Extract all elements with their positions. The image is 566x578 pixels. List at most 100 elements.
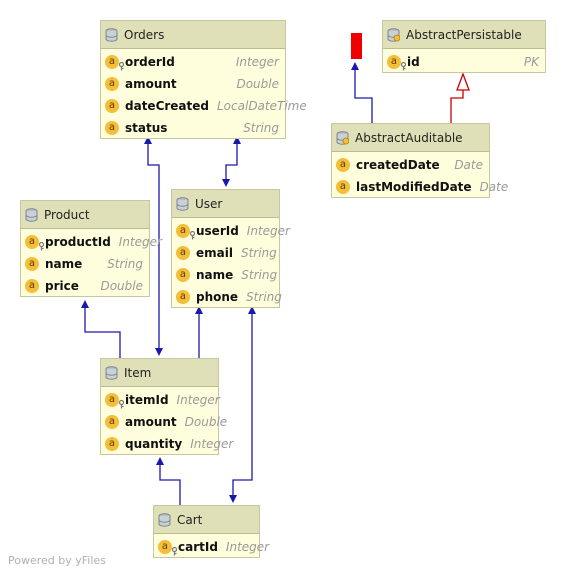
database-icon — [387, 27, 400, 42]
field-icon: a — [25, 235, 45, 251]
field-list: a itemId Integer a amount Double a quant… — [101, 387, 233, 455]
entity-item[interactable]: Item a itemId Integer a amount Double a … — [100, 358, 233, 455]
entity-abstract-persistable[interactable]: AbstractPersistable a id PK — [382, 20, 546, 73]
entity-header: AbstractAuditable — [332, 124, 489, 152]
field-row[interactable]: a cartId Integer — [154, 536, 269, 558]
field-type: Integer — [118, 235, 162, 249]
field-icon: a — [105, 77, 119, 91]
field-icon: a — [105, 437, 119, 451]
field-type: Double — [184, 415, 228, 429]
field-list: a cartId Integer — [154, 534, 269, 558]
database-icon — [105, 27, 118, 42]
field-name: dateCreated — [125, 99, 209, 113]
field-row[interactable]: a email String — [172, 242, 279, 264]
edge-orders-item — [144, 136, 163, 356]
field-type: Integer — [246, 224, 290, 238]
field-icon: a — [336, 180, 350, 194]
field-type: Integer — [225, 540, 270, 554]
field-icon: a — [105, 415, 119, 429]
entity-abstract-auditable[interactable]: AbstractAuditable a createdDate Date a l… — [331, 123, 508, 198]
field-icon: a — [176, 224, 196, 240]
entity-title: Orders — [124, 27, 165, 42]
database-icon — [158, 512, 171, 527]
field-icon: a — [336, 158, 350, 172]
field-icon: a — [176, 268, 190, 282]
field-name: amount — [125, 77, 177, 91]
field-row[interactable]: a amount Double — [101, 411, 227, 433]
field-name: itemId — [125, 393, 169, 407]
field-name: name — [196, 268, 234, 282]
key-icon — [38, 242, 45, 251]
field-row[interactable]: a name String — [172, 264, 279, 286]
field-name: createdDate — [356, 158, 440, 172]
field-row[interactable]: a price Double — [21, 275, 149, 297]
field-row[interactable]: a productId Integer — [21, 231, 162, 253]
field-row[interactable]: a itemId Integer — [101, 389, 220, 411]
key-icon — [189, 231, 196, 240]
field-name: phone — [196, 290, 239, 304]
field-list: a id PK — [383, 49, 545, 73]
entity-cart[interactable]: Cart a cartId Integer — [153, 505, 269, 558]
field-icon: a — [387, 55, 407, 71]
field-type: String — [243, 121, 279, 135]
field-type: LocalDateTime — [217, 99, 307, 113]
field-icon: a — [176, 246, 190, 260]
watermark: Powered by yFiles — [8, 554, 106, 567]
entity-title: AbstractAuditable — [355, 130, 463, 145]
field-type: String — [240, 246, 277, 260]
edge-auditable-marker — [351, 62, 373, 123]
field-type: String — [107, 257, 143, 271]
field-row[interactable]: a id PK — [383, 51, 545, 73]
field-icon: a — [176, 290, 190, 304]
entity-header: Product — [21, 201, 149, 229]
field-name: lastModifiedDate — [356, 180, 472, 194]
entity-orders[interactable]: Orders a orderId Integer a amount Double… — [100, 20, 307, 139]
field-type: PK — [523, 55, 539, 69]
entity-product[interactable]: Product a productId Integer a name Strin… — [20, 200, 162, 297]
entity-header: Cart — [154, 506, 259, 534]
field-name: id — [407, 55, 420, 69]
entity-header: AbstractPersistable — [383, 21, 545, 49]
edge-item-product — [81, 300, 121, 358]
key-icon — [400, 62, 407, 71]
field-type: Double — [100, 279, 143, 293]
field-row[interactable]: a name String — [21, 253, 149, 275]
field-row[interactable]: a amount Double — [101, 73, 285, 95]
entity-header: User — [172, 190, 279, 218]
field-row[interactable]: a lastModifiedDate Date — [332, 176, 508, 198]
field-type: String — [246, 290, 282, 304]
database-icon — [25, 207, 38, 222]
field-icon: a — [105, 393, 125, 409]
field-type: Integer — [235, 55, 279, 69]
field-row[interactable]: a quantity Integer — [101, 433, 233, 455]
inheritance-arrow-icon — [456, 72, 470, 91]
field-list: a createdDate Date a lastModifiedDate Da… — [332, 152, 508, 198]
field-icon: a — [25, 279, 39, 293]
field-row[interactable]: a status String — [101, 117, 285, 139]
field-name: price — [45, 279, 79, 293]
field-row[interactable]: a dateCreated LocalDateTime — [101, 95, 307, 117]
red-marker — [351, 33, 362, 59]
field-name: cartId — [178, 540, 218, 554]
field-icon: a — [105, 99, 119, 113]
field-row[interactable]: a orderId Integer — [101, 51, 285, 73]
field-name: name — [45, 257, 83, 271]
entity-user[interactable]: User a userId Integer a email String a n… — [171, 189, 290, 308]
database-icon — [105, 365, 118, 380]
field-row[interactable]: a phone String — [172, 286, 282, 308]
field-icon: a — [158, 540, 178, 556]
entity-title: Item — [124, 365, 152, 380]
database-icon — [176, 196, 189, 211]
field-name: amount — [125, 415, 177, 429]
field-list: a userId Integer a email String a name S… — [172, 218, 290, 308]
edge-auditable-persistable — [450, 90, 464, 123]
field-name: orderId — [125, 55, 175, 69]
field-row[interactable]: a userId Integer — [172, 220, 290, 242]
field-type: Integer — [176, 393, 220, 407]
field-name: quantity — [125, 437, 183, 451]
entity-title: Cart — [177, 512, 203, 527]
entity-title: Product — [44, 207, 90, 222]
field-list: a orderId Integer a amount Double a date… — [101, 49, 307, 139]
field-row[interactable]: a createdDate Date — [332, 154, 489, 176]
